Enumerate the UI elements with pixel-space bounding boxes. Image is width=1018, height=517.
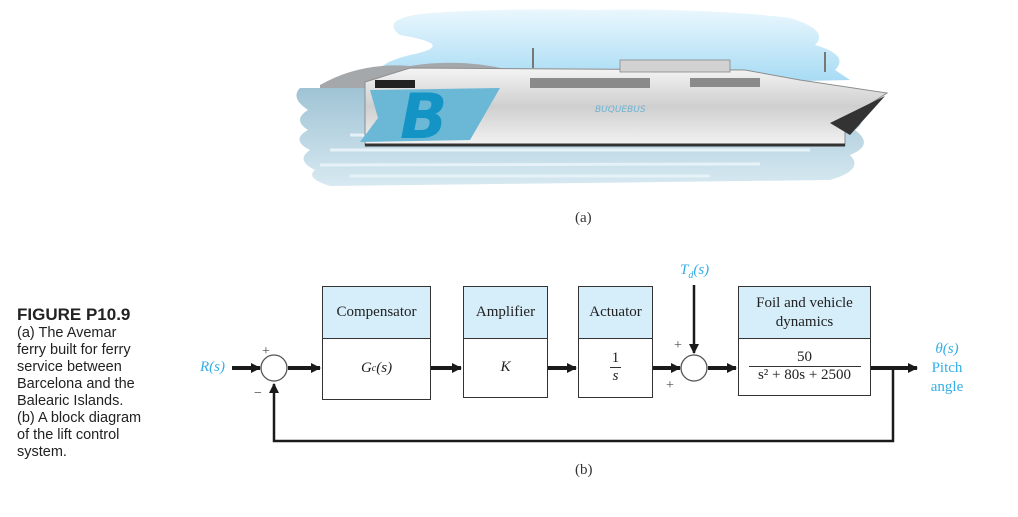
summing-junction-2: [680, 354, 708, 382]
fraction: 1 s: [609, 349, 622, 385]
feedback-path: [269, 368, 895, 443]
figure-id: FIGURE P10.9: [17, 305, 131, 324]
tf-tail: (s): [376, 359, 393, 376]
amplifier-block: Amplifier K: [463, 286, 548, 398]
output-description-line-1: Pitch: [931, 360, 963, 376]
actuator-transfer-function: 1 s: [579, 339, 652, 396]
subfigure-label-b: (b): [575, 462, 593, 478]
superstructure: [619, 59, 731, 73]
window-band: [690, 78, 760, 87]
caption-line: Balearic Islands.: [17, 393, 124, 409]
denominator: s: [612, 368, 619, 385]
sum2-plus-sign-top: +: [674, 338, 682, 353]
caption-line: service between: [17, 359, 122, 375]
ferry-illustration: B BUQUEBUS: [296, 9, 889, 186]
disturbance-base: T: [680, 262, 689, 278]
numerator: 50: [797, 348, 812, 365]
disturbance-tail: (s): [693, 262, 710, 278]
sum2-plus-sign-bottom: +: [666, 378, 674, 393]
input-signal-label: R(s): [200, 359, 225, 375]
caption-line: system.: [17, 444, 67, 460]
tf-subscript: c: [371, 362, 377, 374]
window-band: [530, 78, 650, 88]
bow-shadow: [830, 96, 885, 135]
fraction-bar: [748, 365, 861, 368]
caption-line: (b) A block diagram: [17, 410, 142, 426]
actuator-header: Actuator: [579, 287, 652, 339]
compensator-header: Compensator: [323, 287, 430, 339]
figure-caption: FIGURE P10.9 (a) The Avemar ferry built …: [17, 305, 187, 461]
dynamics-block: Foil and vehicle dynamics 50 s² + 80s + …: [738, 286, 871, 396]
ferry-logo-band: [360, 88, 500, 142]
caption-line: Barcelona and the: [17, 376, 135, 392]
sum1-plus-sign: +: [262, 344, 270, 359]
bridge-roof: [375, 80, 415, 88]
caption-line: ferry built for ferry: [17, 342, 131, 358]
dynamics-header-line-2: dynamics: [775, 313, 834, 330]
amplifier-header: Amplifier: [464, 287, 547, 339]
tf-base: G: [360, 359, 372, 376]
disturbance-subscript: d: [688, 270, 694, 281]
hull-name: BUQUEBUS: [595, 105, 646, 115]
denominator: s² + 80s + 2500: [757, 367, 852, 384]
dynamics-header-line-1: Foil and vehicle: [756, 294, 853, 311]
caption-line: (a) The Avemar: [17, 325, 117, 341]
summing-junction-1: [260, 354, 288, 382]
fraction: 50 s² + 80s + 2500: [748, 348, 861, 384]
dynamics-header: Foil and vehicle dynamics: [739, 287, 870, 339]
ferry-logo-letter: B: [400, 80, 447, 153]
subfigure-label-a: (a): [575, 210, 592, 226]
wake-lines: [319, 133, 810, 178]
output-description-line-2: angle: [930, 379, 964, 395]
dynamics-transfer-function: 50 s² + 80s + 2500: [739, 339, 870, 394]
caption-line: of the lift control: [17, 427, 120, 443]
sum1-minus-sign: −: [254, 386, 262, 401]
fraction-bar: [609, 366, 622, 369]
disturbance-signal-label: Td(s): [680, 262, 709, 281]
numerator: 1: [611, 349, 620, 366]
output-label: θ(s) Pitch angle: [917, 340, 977, 397]
output-signal: θ(s): [935, 341, 959, 357]
actuator-block: Actuator 1 s: [578, 286, 653, 398]
amplifier-gain: K: [500, 359, 511, 375]
